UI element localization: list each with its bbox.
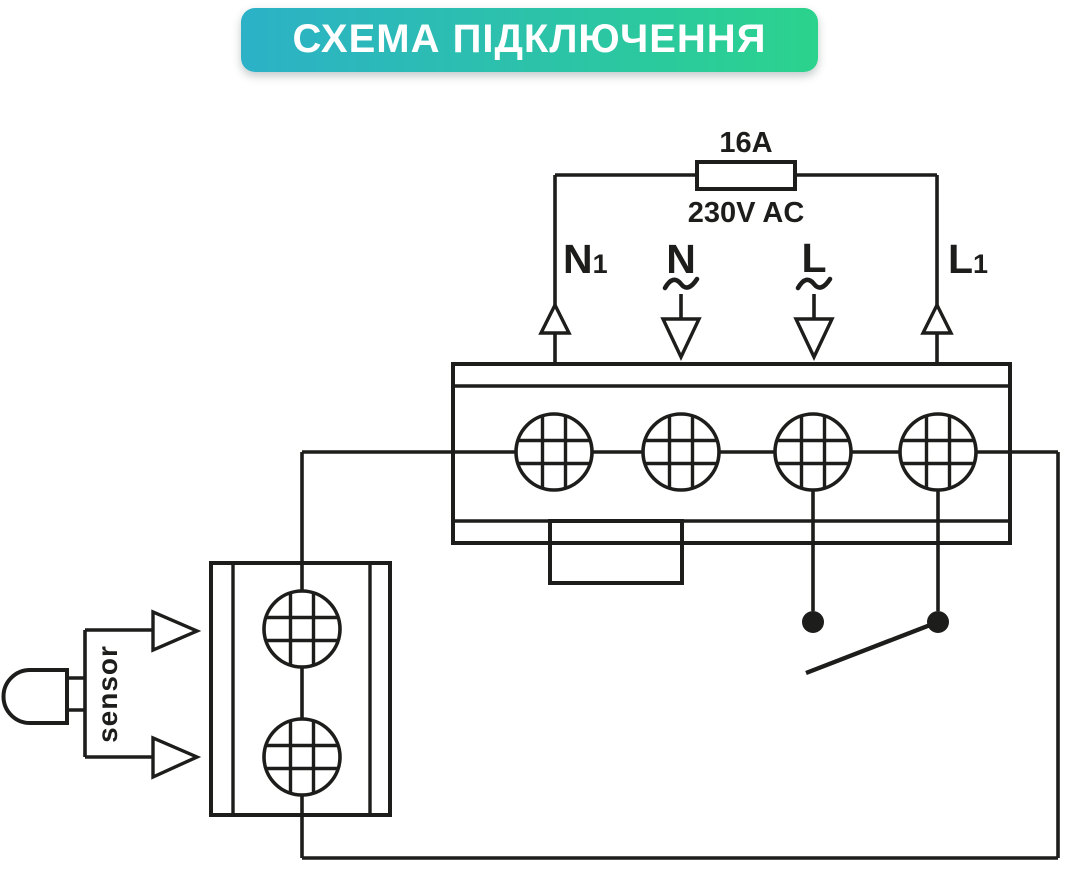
arrow-up-l1	[920, 301, 954, 335]
screw-terminal-n	[642, 413, 720, 491]
terminal-label-l1: L1	[948, 236, 988, 282]
arrow-right-sensor-top	[151, 609, 202, 653]
screw-terminal-sensor-bottom	[263, 718, 341, 796]
screw-terminal-n1	[515, 413, 593, 491]
fuse: 16A 230V AC	[688, 127, 805, 229]
terminal-label-n1: N1	[563, 236, 608, 282]
sensor-assembly: sensor	[1, 609, 202, 780]
fuse-symbol	[695, 160, 797, 191]
screw-terminal-sensor-top	[263, 590, 341, 668]
arrow-down-l	[793, 317, 835, 361]
terminal-labels: N1 N L L1	[563, 235, 988, 282]
terminal-label-l: L	[801, 235, 826, 281]
terminal-label-n: N	[666, 236, 696, 282]
voltage-label: 230V AC	[688, 197, 805, 229]
switch-lever	[805, 619, 939, 676]
sensor-label: sensor	[92, 645, 123, 743]
relay-block-mounting-tab	[548, 519, 684, 585]
title-banner: СХЕМА ПІДКЛЮЧЕННЯ	[241, 8, 818, 72]
fuse-rating-label: 16A	[719, 127, 772, 159]
switch-contact-dot-left	[802, 611, 824, 633]
switch	[802, 611, 949, 676]
arrow-down-n	[660, 317, 702, 361]
terminal-arrows	[538, 301, 954, 361]
arrow-up-n1	[538, 301, 572, 335]
arrow-right-sensor-bottom	[151, 735, 202, 780]
screw-terminal-l1	[899, 413, 977, 491]
page-title: СХЕМА ПІДКЛЮЧЕННЯ	[292, 16, 767, 61]
sensor-probe	[1, 668, 69, 725]
screw-terminal-l	[774, 413, 852, 491]
